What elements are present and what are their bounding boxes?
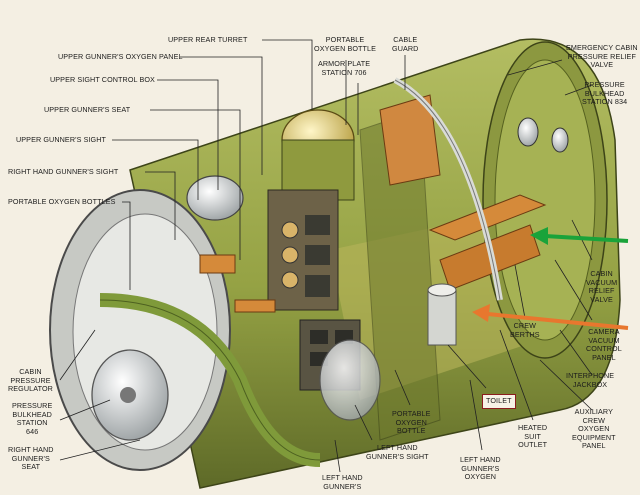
toilet-unit	[427, 289, 457, 346]
label-upper-gunners-oxygen-panel: UPPER GUNNER'S OXYGEN PANEL	[58, 52, 183, 61]
green-arrow	[530, 227, 629, 245]
label-right-hand-gunners-seat: RIGHT HAND GUNNER'S SEAT	[8, 445, 54, 471]
label-cabin-vacuum-relief-valve: CABIN VACUUM RELIEF VALVE	[586, 269, 618, 304]
label-upper-gunners-seat: UPPER GUNNER'S SEAT	[44, 105, 131, 114]
rear-porthole-left	[517, 117, 539, 147]
rear-porthole-right	[551, 127, 569, 153]
label-left-hand-gunners-bottom: LEFT HAND GUNNER'S	[322, 473, 363, 491]
rear-cabinet	[379, 94, 441, 186]
label-toilet: TOILET	[482, 394, 516, 409]
label-emergency-cabin-pressure-relief-valve: EMERGENCY CABIN PRESSURE RELIEF VALVE	[566, 43, 638, 69]
upper-sight-blister	[186, 175, 244, 221]
gunner-seat	[199, 254, 236, 274]
label-portable-oxygen-bottle-bottom: PORTABLE OXYGEN BOTTLE	[392, 409, 431, 435]
label-upper-sight-control-box: UPPER SIGHT CONTROL BOX	[50, 75, 155, 84]
label-pressure-bulkhead-646: PRESSURE BULKHEAD STATION 646	[12, 401, 53, 436]
crew-berth-upper	[428, 194, 547, 241]
label-right-hand-gunners-sight: RIGHT HAND GUNNER'S SIGHT	[8, 167, 119, 176]
label-pressure-bulkhead-834: PRESSURE BULKHEAD STATION 834	[582, 80, 628, 106]
label-camera-vacuum-control-panel: CAMERA VACUUM CONTROL PANEL	[586, 327, 622, 362]
label-left-hand-gunners-oxygen: LEFT HAND GUNNER'S OXYGEN	[460, 455, 501, 481]
orange-arrow	[472, 304, 629, 330]
label-auxiliary-crew-oxygen-equipment-panel: AUXILIARY CREW OXYGEN EQUIPMENT PANEL	[572, 407, 616, 450]
side-blister	[319, 339, 381, 421]
label-left-hand-gunners-sight: LEFT HAND GUNNER'S SIGHT	[366, 443, 429, 461]
label-portable-oxygen-bottles: PORTABLE OXYGEN BOTTLES	[8, 197, 116, 206]
label-upper-gunners-sight: UPPER GUNNER'S SIGHT	[16, 135, 107, 144]
label-upper-rear-turret: UPPER REAR TURRET	[168, 35, 248, 44]
label-heated-suit-outlet: HEATED SUIT OUTLET	[518, 423, 548, 449]
label-cabin-pressure-regulator: CABIN PRESSURE REGULATOR	[8, 367, 53, 393]
